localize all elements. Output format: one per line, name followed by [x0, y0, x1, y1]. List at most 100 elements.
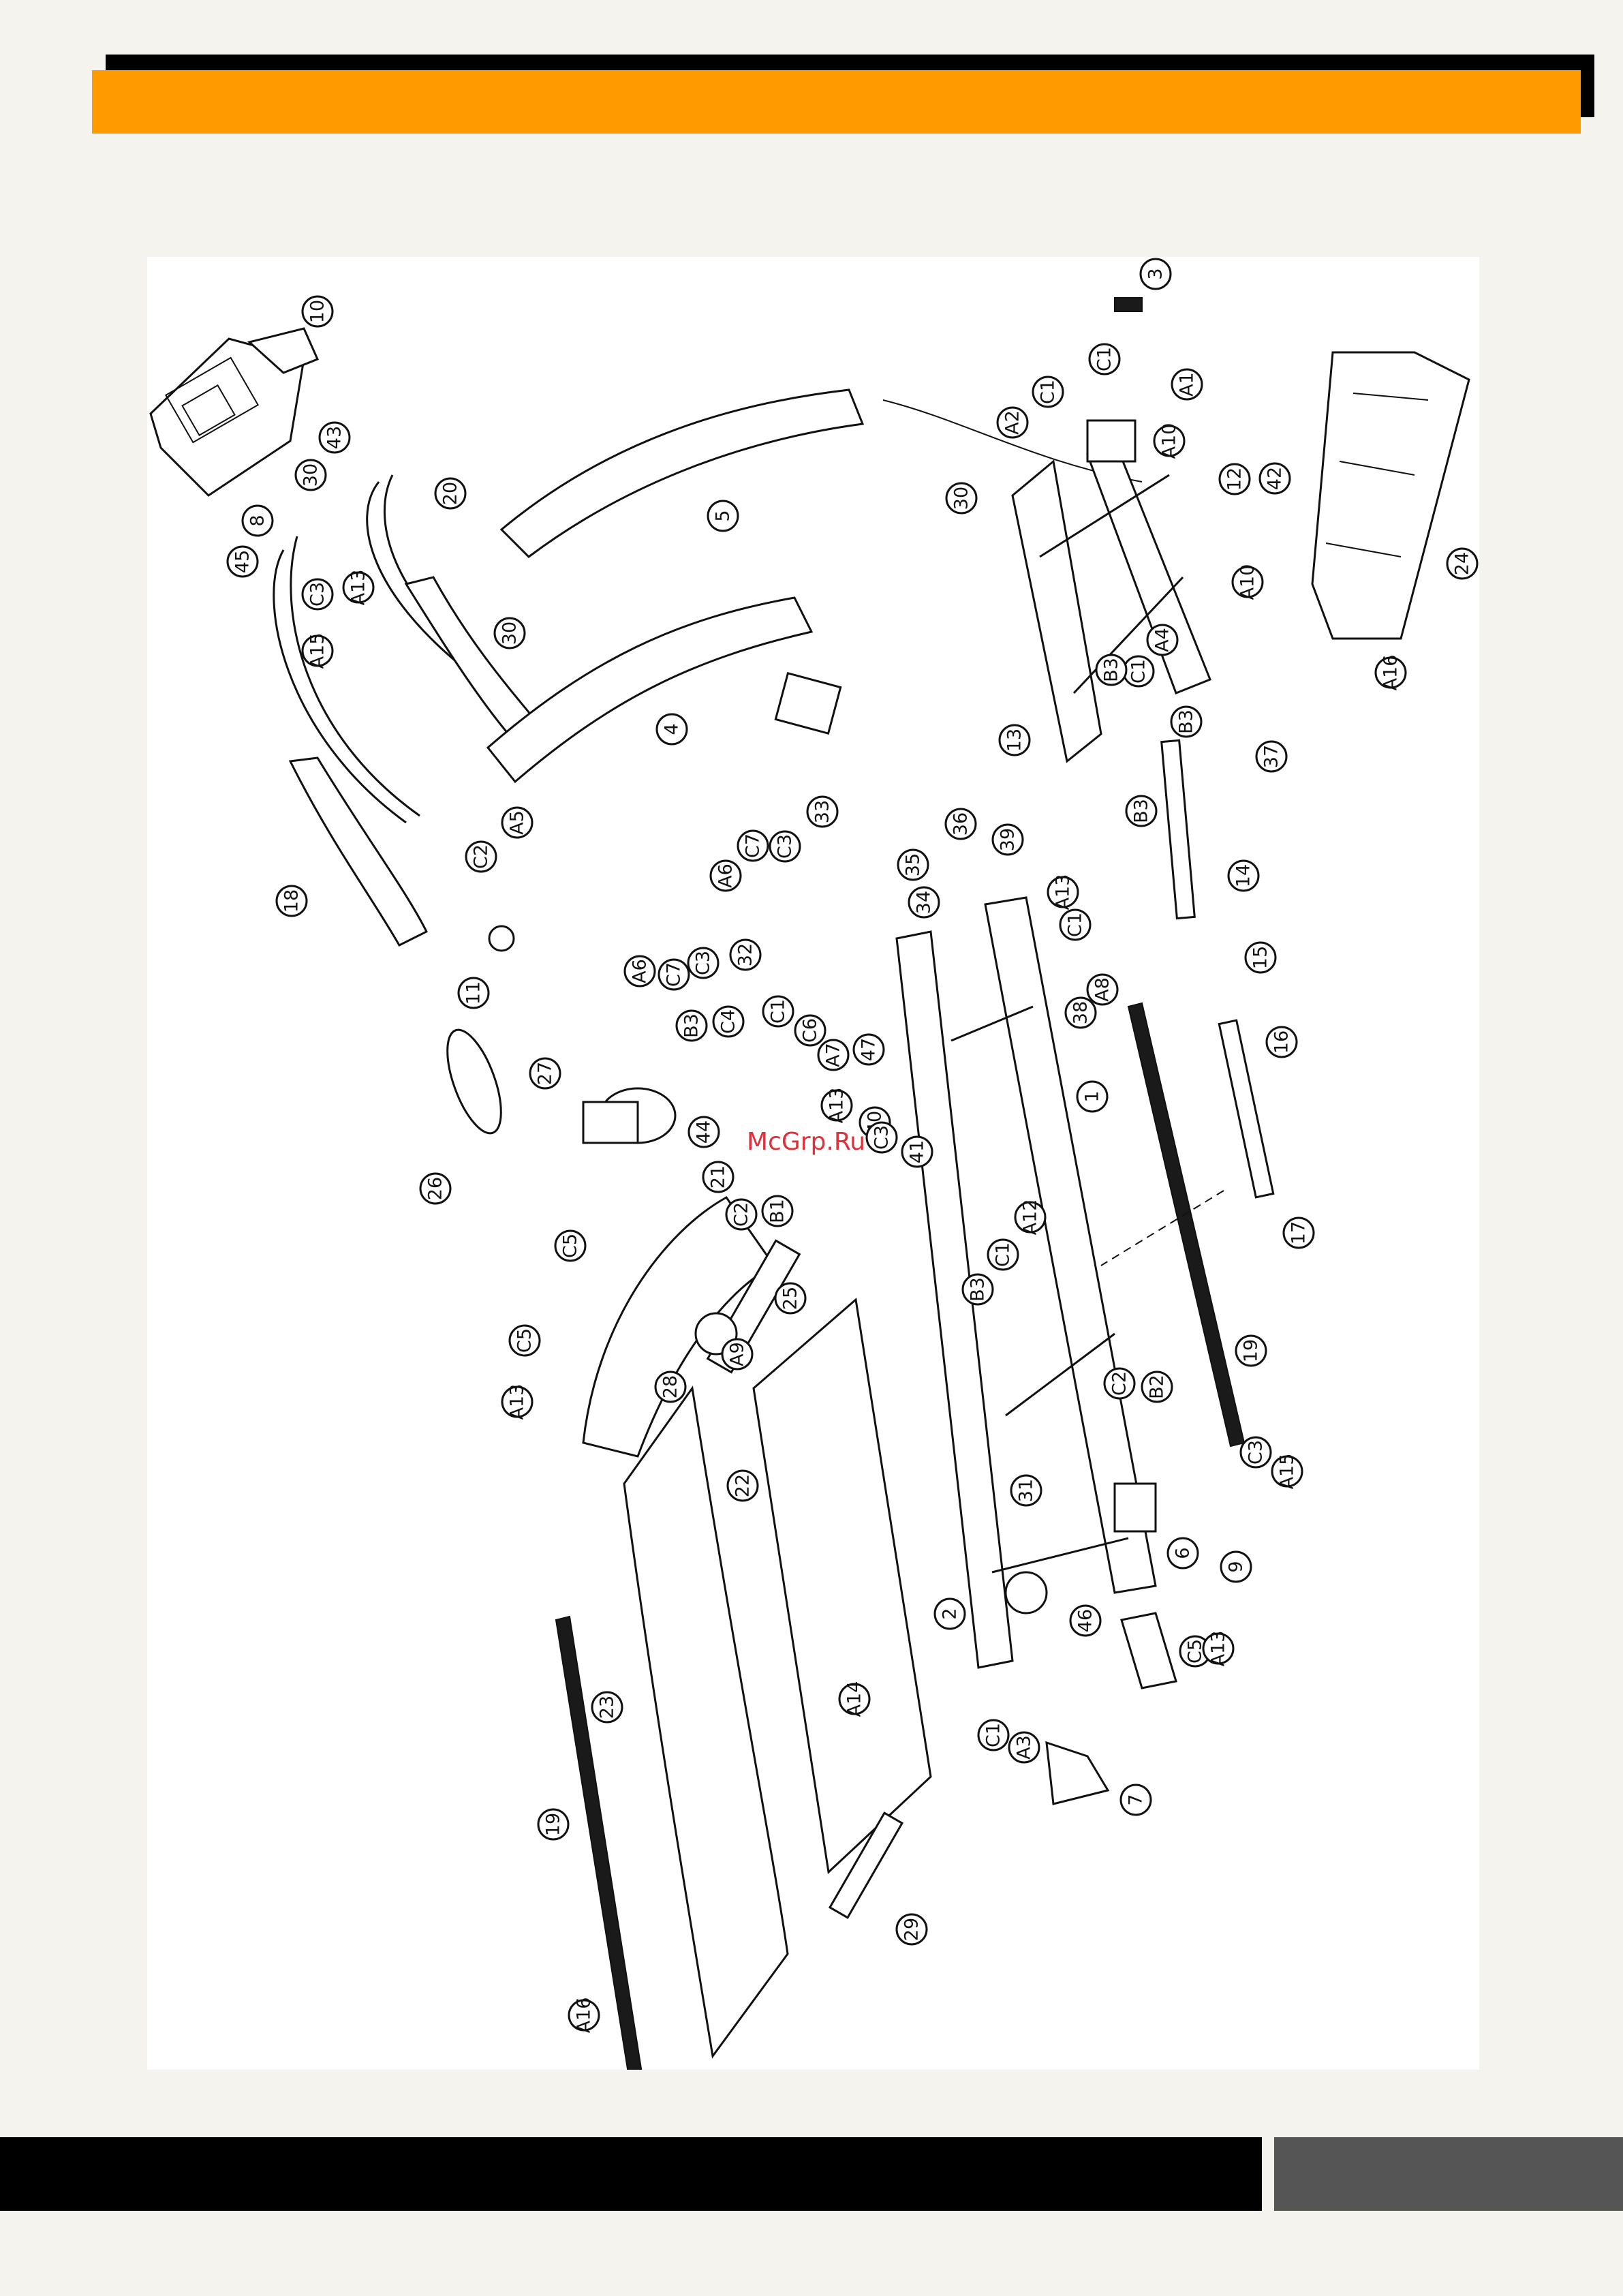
callout-circle	[838, 1683, 871, 1715]
callout-circle	[1146, 624, 1179, 656]
callout-label: C3	[307, 582, 328, 607]
callout-label: C3	[871, 1125, 893, 1150]
callout-label: 42	[1265, 467, 1286, 490]
callout-label: B3	[1176, 709, 1197, 734]
callout-circle	[908, 886, 940, 919]
callout-circle	[294, 459, 327, 491]
callout-circle	[977, 1719, 1010, 1751]
callout-14: 14	[1227, 859, 1260, 892]
callout-circle	[961, 1273, 994, 1306]
callout-b2: B2	[1141, 1371, 1173, 1403]
callout-circle	[465, 840, 497, 873]
callout-label: C5	[1185, 1639, 1206, 1664]
callout-45: 45	[226, 545, 259, 578]
callout-33: 33	[806, 795, 839, 828]
callout-circle	[820, 1089, 853, 1122]
callout-24: 24	[1446, 547, 1479, 580]
callout-circle	[501, 806, 534, 839]
callout-circle	[241, 504, 274, 537]
callout-c1: C1	[1122, 655, 1155, 688]
callout-label: A13	[507, 1384, 528, 1420]
callout-label: B3	[1131, 799, 1152, 823]
callout-c7: C7	[658, 958, 690, 991]
callout-c3: C3	[1239, 1436, 1272, 1469]
callout-label: 29	[901, 1918, 923, 1941]
callout-circle	[1446, 547, 1479, 580]
safety-key-11	[488, 925, 515, 952]
callout-circle	[712, 1005, 745, 1038]
callout-label: 36	[950, 812, 972, 836]
callout-31: 31	[1010, 1474, 1042, 1507]
callout-9: 9	[1220, 1550, 1252, 1583]
callout-label: C2	[1109, 1371, 1130, 1396]
callout-c4: C4	[712, 1005, 745, 1038]
console-part	[149, 327, 320, 497]
callout-32: 32	[729, 938, 762, 971]
callout-4: 4	[655, 713, 688, 746]
header-bar	[92, 70, 1581, 134]
callout-label: 7	[1126, 1794, 1147, 1805]
callout-label: A15	[1277, 1454, 1298, 1490]
callout-circle	[1239, 1436, 1272, 1469]
callout-label: 11	[463, 981, 484, 1005]
callout-c3: C3	[687, 947, 720, 979]
callout-39: 39	[991, 823, 1024, 856]
callout-label: 19	[1241, 1339, 1262, 1362]
controller-board-33	[774, 672, 842, 735]
callout-circle	[794, 1014, 826, 1047]
callout-circle	[865, 1121, 898, 1154]
callout-circle	[1086, 973, 1119, 1006]
callout-circle	[1231, 566, 1264, 598]
callout-label: A7	[823, 1043, 844, 1067]
callout-c1: C1	[1032, 376, 1064, 408]
callout-a7: A7	[817, 1039, 850, 1071]
callout-circle	[852, 1033, 885, 1066]
callout-c3: C3	[865, 1121, 898, 1154]
handlebar-18	[288, 756, 429, 947]
callout-label: A12	[1020, 1199, 1041, 1236]
callout-label: 31	[1016, 1479, 1037, 1502]
callout-circle	[933, 1597, 966, 1630]
callout-circle	[1220, 1550, 1252, 1583]
callout-circle	[709, 859, 742, 892]
callout-label: C1	[1094, 347, 1115, 371]
callout-label: 47	[859, 1038, 880, 1061]
callout-30: 30	[945, 482, 978, 515]
callout-label: 34	[914, 891, 935, 914]
callout-label: 1	[1082, 1090, 1103, 1102]
callout-circle	[769, 830, 801, 863]
callout-circle	[1153, 425, 1186, 457]
callout-a10: A10	[1153, 423, 1186, 459]
roller-16	[1218, 1019, 1275, 1199]
watermark-text: McGrp.Ru	[747, 1128, 865, 1156]
callout-19: 19	[1235, 1334, 1267, 1367]
callout-a13: A13	[342, 570, 375, 605]
footer-bar-right	[1274, 2137, 1623, 2211]
callout-label: 10	[307, 300, 328, 323]
callout-circle	[318, 421, 351, 454]
callout-circle	[1255, 740, 1288, 773]
callout-11: 11	[457, 977, 490, 1009]
callout-circle	[806, 795, 839, 828]
deck-22	[752, 1298, 932, 1875]
callout-label: 23	[597, 1696, 618, 1719]
bracket-3	[1114, 297, 1143, 312]
callout-c3: C3	[301, 578, 334, 611]
callout-41: 41	[901, 1135, 933, 1168]
callout-circle	[1032, 376, 1064, 408]
callout-label: A16	[574, 1997, 595, 2034]
callout-26: 26	[419, 1172, 452, 1205]
callout-label: 9	[1226, 1561, 1247, 1572]
callout-circle	[1014, 1201, 1047, 1234]
callout-c2: C2	[1103, 1367, 1136, 1400]
callout-label: C7	[743, 833, 764, 858]
callout-34: 34	[908, 886, 940, 919]
callout-c7: C7	[737, 829, 769, 862]
callout-label: A16	[1380, 655, 1402, 691]
callout-a6: A6	[623, 955, 656, 988]
callout-a12: A12	[1014, 1199, 1047, 1236]
callout-circle	[537, 1808, 570, 1841]
callout-16: 16	[1265, 1026, 1298, 1058]
callout-circle	[737, 829, 769, 862]
